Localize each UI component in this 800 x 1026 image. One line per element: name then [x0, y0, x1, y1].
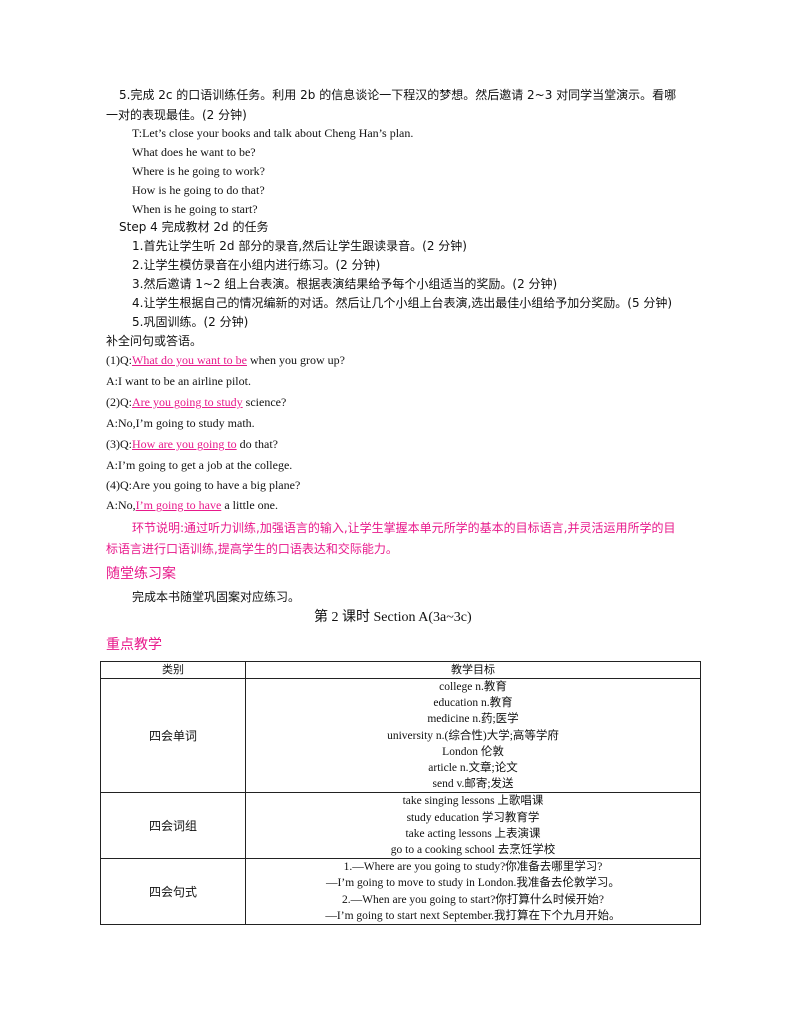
teacher-line: How is he going to do that?	[132, 183, 265, 197]
answer-fill: Are you going to study	[132, 395, 243, 409]
word-item: university n.(综合性)大学;高等学府	[387, 729, 559, 742]
word-item: education n.教育	[433, 697, 513, 710]
sentence-item: 1.—Where are you going to study?你准备去哪里学习…	[343, 861, 603, 874]
question-number: (3)Q:	[106, 437, 132, 451]
step4-item: 4.让学生根据自己的情况编新的对话。然后让几个小组上台表演,选出最佳小组给予加分…	[132, 296, 673, 310]
answer-fill: How are you going to	[132, 437, 237, 451]
teacher-line: What does he want to be?	[132, 145, 256, 159]
step4-item: 3.然后邀请 1~2 组上台表演。根据表演结果给予每个小组适当的奖励。(2 分钟…	[132, 277, 558, 291]
answer-fill: I’m going to have	[135, 498, 222, 512]
step4-item: 2.让学生模仿录音在小组内进行练习。(2 分钟)	[132, 258, 381, 272]
table-row: 四会词组 take singing lessons 上歌唱课 study edu…	[100, 792, 701, 860]
section-note-line1: 环节说明:通过听力训练,加强语言的输入,让学生掌握本单元所学的基本的目标语言,并…	[132, 521, 676, 535]
row-items: college n.教育 education n.教育 medicine n.药…	[245, 677, 701, 794]
exercise-instruction: 补全问句或答语。	[106, 334, 203, 348]
answer-1: A:I want to be an airline pilot.	[106, 374, 251, 388]
lesson-title: 第 2 课时 Section A(3a~3c)	[314, 610, 472, 625]
table-header-row: 类别 教学目标	[100, 661, 701, 679]
phrase-item: go to a cooking school 去烹饪学校	[390, 844, 556, 857]
question-4: (4)Q:Are you going to have a big plane?	[106, 478, 301, 492]
question-rest: do that?	[236, 437, 278, 451]
step4-item: 5.巩固训练。(2 分钟)	[132, 315, 249, 329]
phrase-item: study education 学习教育学	[406, 811, 540, 824]
row-items: take singing lessons 上歌唱课 study educatio…	[245, 792, 701, 860]
header-goals: 教学目标	[245, 661, 701, 679]
step5-line2: 一对的表现最佳。(2 分钟)	[106, 108, 247, 122]
row-category: 四会句式	[100, 858, 246, 926]
question-number: (2)Q:	[106, 395, 132, 409]
teacher-line: T:Let’s close your books and talk about …	[132, 126, 414, 140]
phrase-item: take acting lessons 上表演课	[405, 827, 541, 840]
table-row: 四会句式 1.—Where are you going to study?你准备…	[100, 858, 701, 926]
answer-fill: What do you want to be	[132, 353, 247, 367]
row-category: 四会词组	[100, 792, 246, 860]
question-rest: when you grow up?	[246, 353, 345, 367]
table-row: 四会单词 college n.教育 education n.教育 medicin…	[100, 677, 701, 794]
question-2: (2)Q:Are you going to study science?	[106, 394, 286, 410]
answer-prefix: A:No,	[106, 498, 136, 512]
answer-4: A:No,I’m going to have a little one.	[106, 497, 278, 513]
practice-text: 完成本书随堂巩固案对应练习。	[132, 590, 301, 604]
teacher-line: Where is he going to work?	[132, 164, 265, 178]
step5-line1: 5.完成 2c 的口语训练任务。利用 2b 的信息谈论一下程汉的梦想。然后邀请 …	[119, 88, 677, 102]
row-category: 四会单词	[100, 677, 246, 794]
step4-title: Step 4 完成教材 2d 的任务	[119, 220, 269, 234]
sentence-item: 2.—When are you going to start?你打算什么时候开始…	[342, 893, 604, 906]
question-rest: science?	[242, 395, 287, 409]
focus-heading: 重点教学	[106, 637, 162, 653]
section-note-line2: 标语言进行口语训练,提高学生的口语表达和交际能力。	[106, 542, 398, 556]
word-item: London 伦敦	[442, 745, 504, 758]
sentence-item: —I’m going to move to study in London.我准…	[326, 877, 620, 890]
teaching-goals-table: 类别 教学目标 四会单词 college n.教育 education n.教育…	[100, 661, 701, 926]
step4-item: 1.首先让学生听 2d 部分的录音,然后让学生跟读录音。(2 分钟)	[132, 239, 467, 253]
row-items: 1.—Where are you going to study?你准备去哪里学习…	[245, 858, 701, 926]
header-category: 类别	[100, 661, 246, 679]
question-3: (3)Q:How are you going to do that?	[106, 436, 278, 452]
answer-2: A:No,I’m going to study math.	[106, 416, 255, 430]
question-1: (1)Q:What do you want to be when you gro…	[106, 352, 345, 368]
word-item: college n.教育	[439, 681, 507, 693]
word-item: article n.文章;论文	[428, 762, 518, 775]
question-number: (1)Q:	[106, 353, 132, 367]
answer-3: A:I’m going to get a job at the college.	[106, 458, 293, 472]
practice-heading: 随堂练习案	[106, 566, 176, 582]
teacher-line: When is he going to start?	[132, 202, 258, 216]
phrase-item: take singing lessons 上歌唱课	[402, 795, 544, 808]
word-item: send v.邮寄;发送	[432, 778, 514, 791]
sentence-item: —I’m going to start next September.我打算在下…	[325, 909, 621, 922]
answer-rest: a little one.	[221, 498, 278, 512]
word-item: medicine n.药;医学	[427, 713, 519, 726]
